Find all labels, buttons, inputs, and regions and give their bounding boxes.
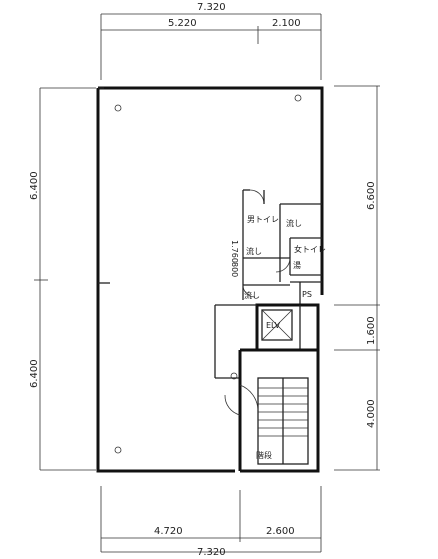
room-ps: PS — [302, 290, 312, 299]
room-stairs: 階段 — [256, 450, 272, 460]
dim-bottom-left: 4.720 — [154, 526, 183, 537]
dim-right-lower: 4.000 — [366, 399, 377, 428]
room-sink-2: 流し — [246, 246, 262, 256]
dim-right-upper: 6.600 — [366, 181, 377, 210]
room-elevator: ELV — [266, 321, 281, 330]
dim-inner-a: 1.760 — [230, 240, 239, 263]
dim-right-middle: 1.600 — [366, 316, 377, 345]
room-yu: 湯 — [293, 260, 301, 270]
room-toilet-f: 女トイレ — [294, 244, 326, 254]
room-sink-3: 流し — [244, 290, 260, 300]
right-dimension-lines — [334, 85, 380, 471]
room-toilet-m: 男トイレ — [247, 215, 279, 224]
elevator-block — [214, 303, 320, 379]
bottom-dimension-lines — [100, 486, 322, 553]
dim-bottom-total: 7.320 — [197, 547, 226, 558]
dim-top-left: 5.220 — [168, 18, 197, 29]
dim-left-lower: 6.400 — [29, 359, 40, 388]
dim-bottom-right: 2.600 — [266, 526, 295, 537]
column-markers — [114, 94, 302, 454]
left-dimension-lines — [34, 87, 96, 471]
dim-left-upper: 6.400 — [29, 171, 40, 200]
dim-top-total: 7.320 — [197, 2, 226, 13]
dim-top-right: 2.100 — [272, 18, 301, 29]
stair-core — [224, 348, 318, 471]
outer-walls — [96, 86, 324, 473]
room-sink-1: 流し — [286, 218, 302, 228]
top-dimension-lines — [100, 13, 322, 80]
dim-inner-b: 800 — [230, 262, 239, 277]
core-walls — [242, 189, 322, 305]
